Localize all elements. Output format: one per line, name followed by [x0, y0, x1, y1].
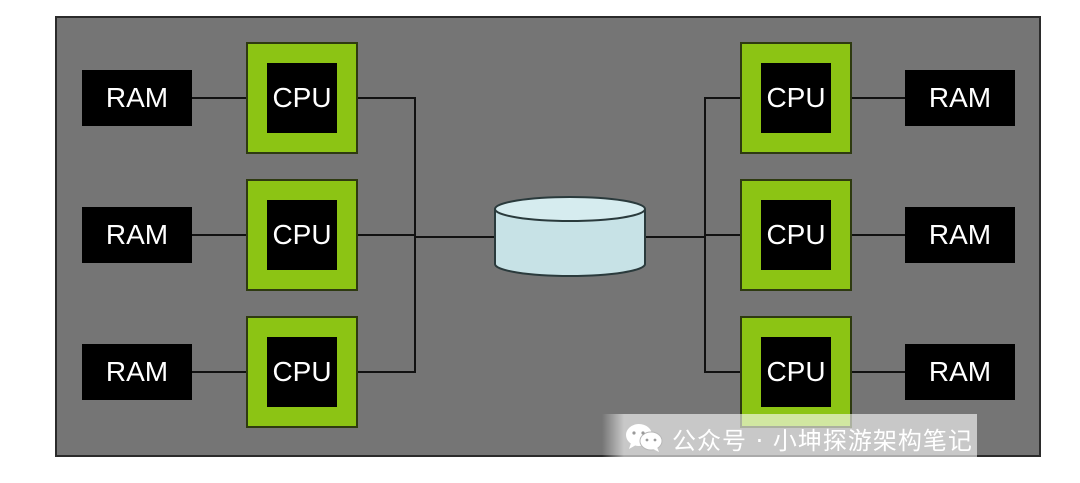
right-ram-1: RAM — [905, 70, 1015, 126]
left-cpu-3: CPU — [246, 316, 358, 428]
watermark-text: 公众号 · 小坤探游架构笔记 — [672, 426, 973, 455]
right-cpu-1-label: CPU — [761, 63, 831, 133]
right-cpu-1: CPU — [740, 42, 852, 154]
right-cpu-2: CPU — [740, 179, 852, 291]
right-cpu-3: CPU — [740, 316, 852, 428]
watermark: 公众号 · 小坤探游架构笔记 — [602, 414, 977, 462]
left-ram-1: RAM — [82, 70, 192, 126]
left-cpu-2-label: CPU — [267, 200, 337, 270]
left-ram-2: RAM — [82, 207, 192, 263]
right-ram-2: RAM — [905, 207, 1015, 263]
left-cpu-3-label: CPU — [267, 337, 337, 407]
left-cpu-1: CPU — [246, 42, 358, 154]
wechat-icon — [626, 424, 663, 452]
right-ram-3: RAM — [905, 344, 1015, 400]
left-cpu-1-label: CPU — [267, 63, 337, 133]
right-cpu-2-label: CPU — [761, 200, 831, 270]
left-cpu-2: CPU — [246, 179, 358, 291]
disk-cylinder-icon — [494, 196, 646, 277]
right-cpu-3-label: CPU — [761, 337, 831, 407]
left-ram-3: RAM — [82, 344, 192, 400]
